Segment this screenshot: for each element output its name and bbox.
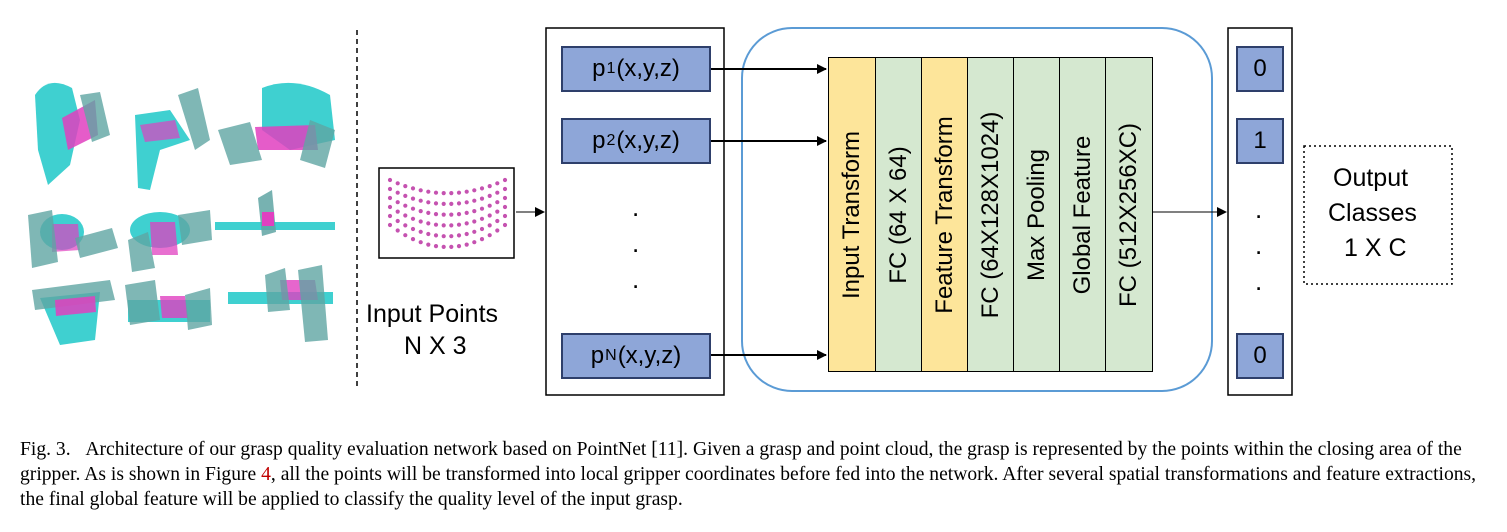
figure-reference-link[interactable]: 4 [261, 464, 271, 485]
layer-fc-1024: FC (64X128X1024) [967, 57, 1014, 372]
caption-prefix: Fig. 3. [20, 439, 71, 460]
grasp-thumbnail [215, 190, 335, 236]
input-size-label: N X 3 [404, 332, 467, 360]
grasp-thumbnail [218, 82, 335, 168]
output-size-label: 1 X C [1344, 234, 1407, 262]
layer-global-feature: Global Feature [1059, 57, 1106, 372]
layer-feature-transform: Feature Transform [921, 57, 968, 372]
grasp-thumbnail [228, 265, 333, 342]
grasp-thumbnail [125, 280, 212, 330]
output-label: Output [1333, 164, 1409, 192]
grasp-thumbnail [28, 210, 118, 268]
classes-label: Classes [1328, 199, 1417, 227]
figure-caption: Fig. 3. Architecture of our grasp qualit… [20, 437, 1488, 512]
grasp-thumbnail [35, 82, 110, 185]
caption-text: Architecture of our grasp quality evalua… [20, 439, 1462, 485]
grasp-thumbnail [32, 280, 115, 345]
ellipsis-dot: . [1255, 266, 1263, 296]
ellipsis-dot: . [632, 264, 640, 294]
grasp-thumbnail [128, 210, 212, 272]
grasp-thumbnail [135, 88, 210, 190]
input-point-cloud-image [378, 167, 515, 259]
caption-text-continued: , all the points will be transformed int… [20, 464, 1477, 510]
grasp-examples-grid [28, 82, 335, 345]
layer-max-pooling: Max Pooling [1013, 57, 1060, 372]
layer-input-transform: Input Transform [828, 57, 876, 372]
input-points-label: Input Points [366, 300, 499, 328]
input-points-frame [545, 27, 725, 396]
output-box: 1 [1236, 118, 1284, 164]
network-rounded-frame [741, 27, 1213, 392]
output-classes-box [1303, 145, 1453, 285]
ellipsis-dot: . [632, 192, 640, 222]
output-box: 0 [1236, 46, 1284, 92]
output-frame [1227, 27, 1293, 396]
ellipsis-dot: . [1255, 194, 1263, 224]
output-box: 0 [1236, 333, 1284, 379]
architecture-diagram [28, 27, 1453, 396]
ellipsis-dot: . [1255, 230, 1263, 260]
ellipsis-dot: . [632, 228, 640, 258]
layer-fc-64: FC (64 X 64) [875, 57, 922, 372]
layer-fc-c: FC (512X256XC) [1105, 57, 1153, 372]
